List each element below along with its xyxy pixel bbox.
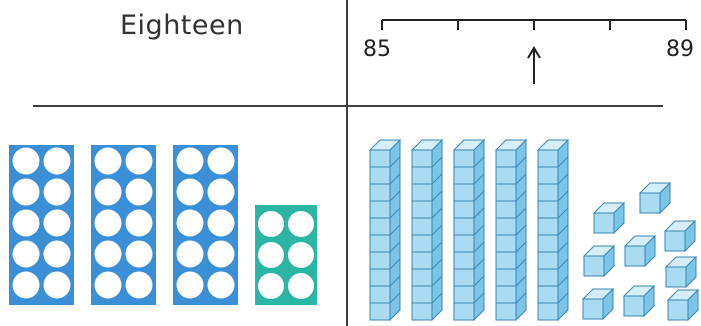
unit-cube xyxy=(625,236,655,266)
tens-rod xyxy=(496,140,526,320)
unit-cube xyxy=(668,290,698,320)
unit-cube xyxy=(640,183,670,213)
tens-rod xyxy=(538,140,568,320)
unit-cube xyxy=(665,221,695,251)
tens-rod xyxy=(412,140,442,320)
unit-cube xyxy=(624,286,654,316)
unit-cube xyxy=(584,246,614,276)
unit-cube xyxy=(666,257,696,287)
tens-rod xyxy=(370,140,400,320)
unit-cube xyxy=(583,289,613,319)
tens-rod xyxy=(454,140,484,320)
unit-cube xyxy=(594,203,624,233)
